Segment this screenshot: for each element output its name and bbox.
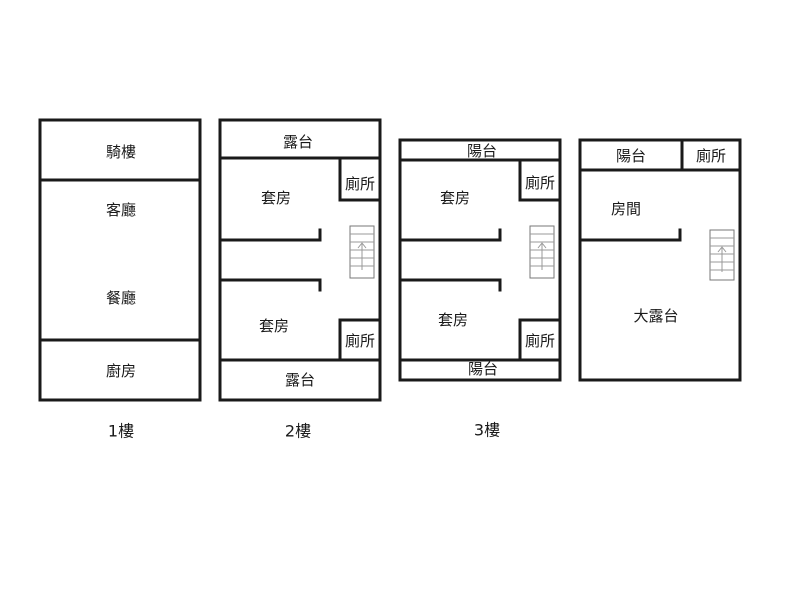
room-suite-bottom: 套房	[259, 317, 289, 335]
room-balcony-top: 陽台	[467, 142, 497, 160]
floor-3-label: 3樓	[474, 421, 500, 440]
room-bathroom-top: 廁所	[345, 175, 375, 193]
floor-2-plan: 露台 套房 廁所 套房 廁所 露台	[218, 118, 382, 402]
stair-icon	[349, 225, 375, 279]
room-suite-top: 套房	[440, 189, 470, 207]
room-terrace-top: 露台	[283, 133, 313, 151]
room-bathroom-bottom: 廁所	[345, 332, 375, 350]
room-bathroom-top: 廁所	[525, 174, 555, 192]
room-bathroom: 廁所	[696, 147, 726, 165]
room-terrace-bottom: 露台	[285, 371, 315, 389]
room-suite-bottom: 套房	[438, 311, 468, 329]
room-balcony-bottom: 陽台	[468, 360, 498, 378]
room-balcony: 陽台	[616, 147, 646, 165]
room-arcade: 騎樓	[106, 143, 136, 161]
room-bedroom: 房間	[611, 200, 641, 218]
room-kitchen: 廚房	[106, 362, 136, 380]
floor-1-plan: 騎樓 客廳 餐廳 廚房	[38, 118, 202, 402]
room-bathroom-bottom: 廁所	[525, 332, 555, 350]
room-suite-top: 套房	[261, 189, 291, 207]
room-living: 客廳	[106, 201, 136, 219]
room-dining: 餐廳	[106, 289, 136, 307]
stair-icon	[529, 225, 555, 279]
floor-3-plan: 陽台 套房 廁所 套房 廁所 陽台	[398, 138, 562, 382]
floor-1-label: 1樓	[108, 422, 134, 441]
room-large-terrace: 大露台	[633, 307, 678, 325]
floor-4-plan: 陽台 廁所 房間 大露台	[578, 138, 742, 382]
stair-icon	[709, 229, 735, 281]
floor-2-label: 2樓	[285, 422, 311, 441]
